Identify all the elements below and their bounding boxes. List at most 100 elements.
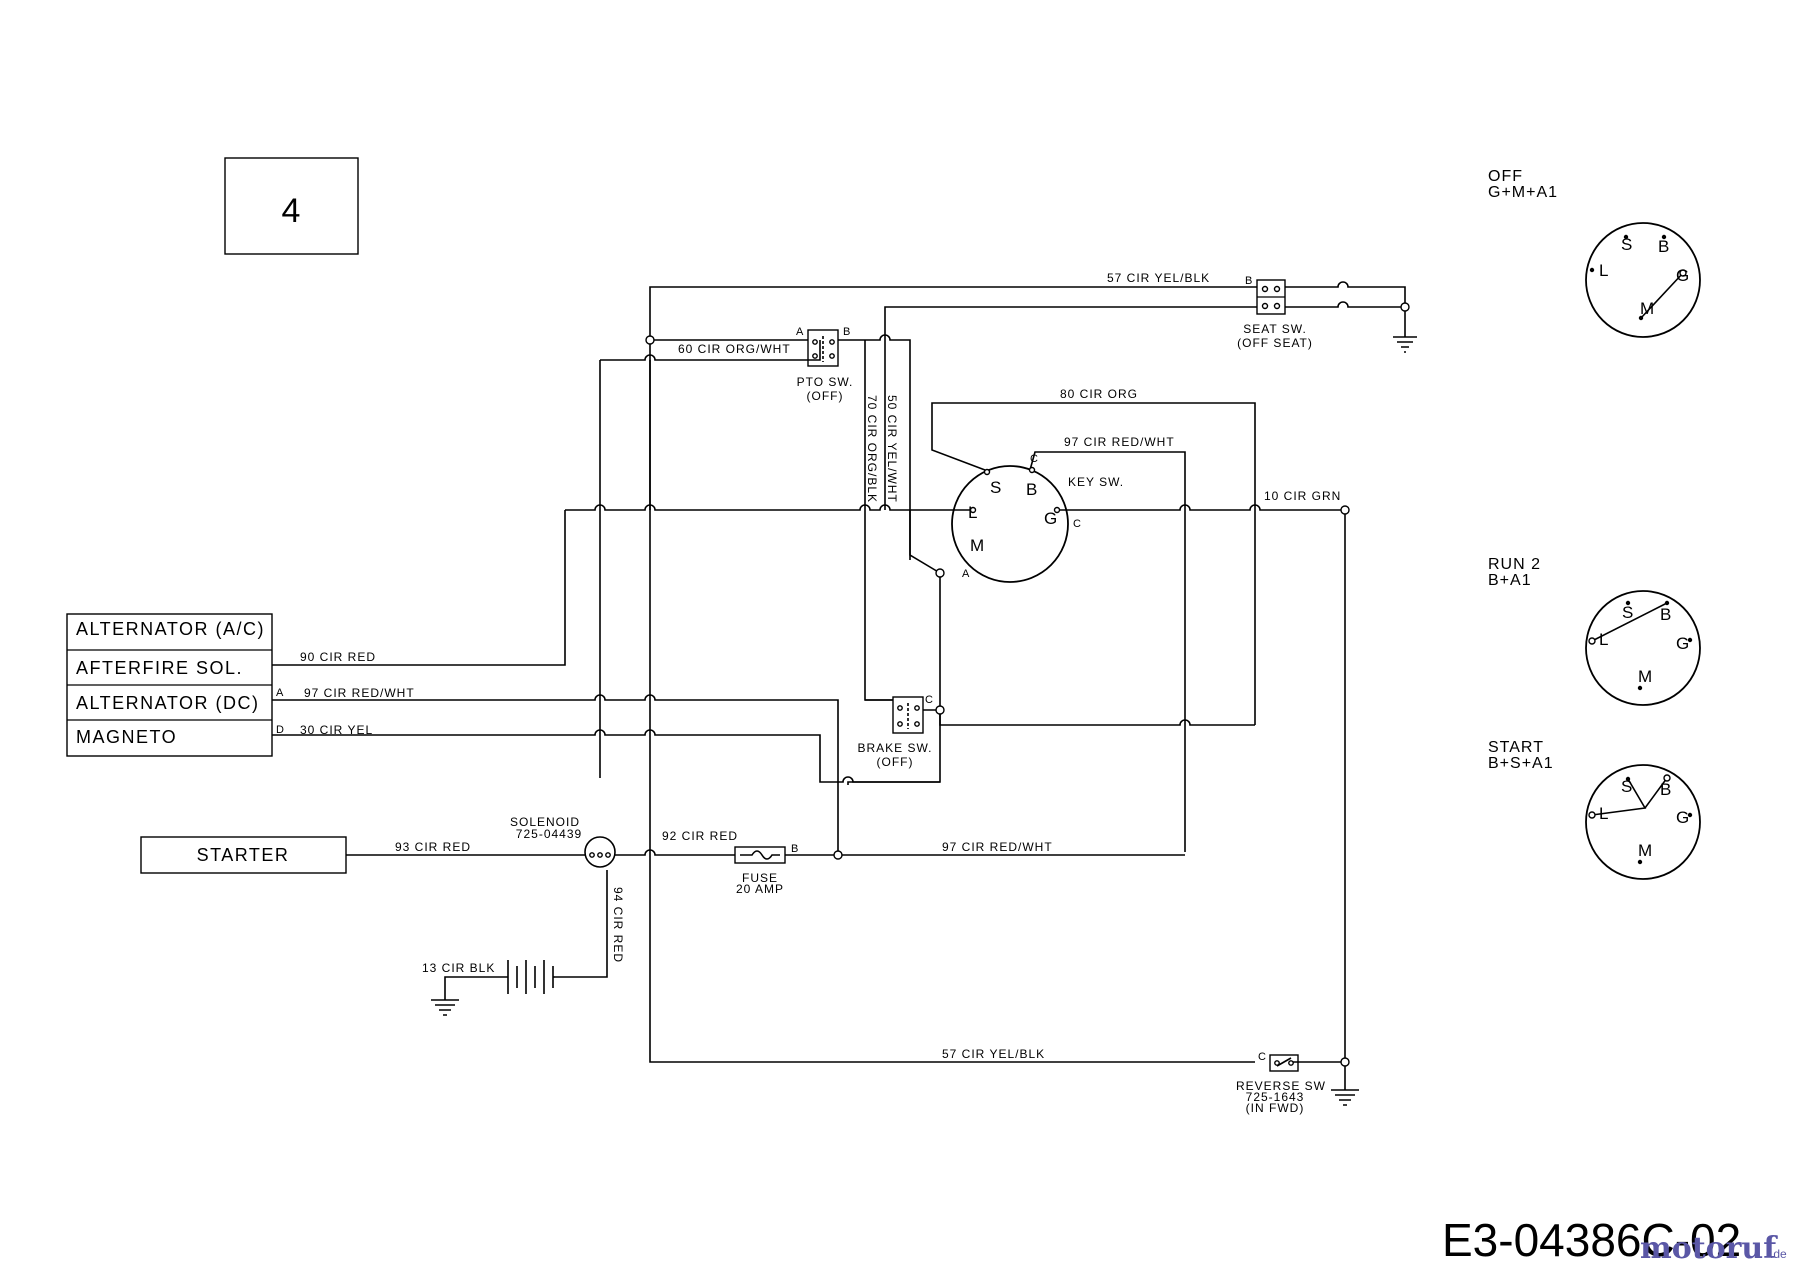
- key-terminal-m: M: [970, 536, 984, 555]
- fuse-symbol: [734, 846, 786, 864]
- label-90: 90 CIR RED: [300, 650, 376, 664]
- position-name: RUN 2: [1488, 556, 1541, 573]
- wire-90: [272, 510, 566, 666]
- key-terminal-c-top: C: [1030, 453, 1038, 465]
- label-97-key: 97 CIR RED/WHT: [1064, 435, 1175, 449]
- position-combo: G+M+A1: [1488, 184, 1558, 201]
- dial-m: M: [1638, 667, 1652, 686]
- seat-switch-terminal: B: [1245, 275, 1252, 287]
- wire-l-terminal: [565, 504, 973, 511]
- wire-brake-c: [923, 709, 1255, 726]
- drawing-code: E3-04386C-02: [1442, 1214, 1741, 1266]
- dial-m: M: [1640, 299, 1654, 318]
- key-terminal-c-right: C: [1073, 518, 1081, 530]
- label-97-fuse: 97 CIR RED/WHT: [942, 840, 1053, 854]
- key-terminal-a: A: [962, 568, 970, 580]
- label-30: 30 CIR YEL: [300, 723, 373, 737]
- label-57-top: 57 CIR YEL/BLK: [1107, 271, 1210, 285]
- key-position-start: START B+S+A1 S B L G M: [1488, 739, 1701, 880]
- wire-97-alt: [272, 694, 839, 852]
- label-13: 13 CIR BLK: [422, 961, 495, 975]
- wire-network: [272, 281, 1406, 1063]
- wire-97-key: [1029, 451, 1186, 852]
- label-94: 94 CIR RED: [611, 887, 625, 963]
- label-80: 80 CIR ORG: [1060, 387, 1138, 401]
- dial-s: S: [1621, 235, 1632, 254]
- dial-m: M: [1638, 841, 1652, 860]
- label-60: 60 CIR ORG/WHT: [678, 342, 791, 356]
- position-name: OFF: [1488, 168, 1523, 185]
- brake-switch: [892, 696, 924, 734]
- block-row-magneto: MAGNETO: [76, 727, 177, 747]
- wire-57-top-right: [1285, 281, 1406, 307]
- reverse-switch-part: 725-1643: [1246, 1090, 1305, 1104]
- pto-switch-terminal-b: B: [843, 326, 850, 338]
- block-row-afterfire: AFTERFIRE SOL.: [76, 658, 243, 678]
- position-name: START: [1488, 739, 1544, 756]
- starter-block: STARTER: [140, 836, 347, 874]
- dial-l: L: [1599, 630, 1608, 649]
- starter-label: STARTER: [197, 845, 290, 865]
- dial-s: S: [1622, 603, 1633, 622]
- label-57-bottom: 57 CIR YEL/BLK: [942, 1047, 1045, 1061]
- fuse-name: FUSE: [742, 871, 778, 885]
- block-row-alternator-dc: ALTERNATOR (DC): [76, 693, 260, 713]
- page-number-box: [224, 157, 359, 255]
- fuse-rating: 20 AMP: [736, 882, 784, 896]
- wire-57-loop: [649, 360, 1255, 1063]
- key-position-run: RUN 2 B+A1 S B L G M: [1488, 556, 1701, 706]
- wire-seat-lower: [884, 306, 1257, 340]
- dial-g: G: [1676, 266, 1689, 285]
- label-50: 50 CIR YEL/WHT: [885, 395, 899, 503]
- terminal-a-label: A: [276, 687, 284, 699]
- wire-80: [931, 402, 1256, 725]
- wire-50-to-a: [909, 510, 941, 574]
- dial-b: B: [1658, 237, 1669, 256]
- ground-symbol-battery: [431, 999, 459, 1016]
- brake-switch-terminal: C: [925, 694, 933, 706]
- pto-switch-name: PTO SW.: [797, 375, 854, 389]
- label-97-alt: 97 CIR RED/WHT: [304, 686, 415, 700]
- label-93: 93 CIR RED: [395, 840, 471, 854]
- brake-switch-name: BRAKE SW.: [857, 741, 932, 755]
- ground-symbol-reverse: [1331, 1062, 1359, 1106]
- label-92: 92 CIR RED: [662, 829, 738, 843]
- watermark-brand: motoruf: [1640, 1231, 1778, 1266]
- dial-b: B: [1660, 605, 1671, 624]
- wire-10: [1057, 504, 1345, 511]
- terminal-d-label: D: [276, 724, 284, 736]
- label-10: 10 CIR GRN: [1264, 489, 1341, 503]
- page-number: 4: [282, 192, 301, 230]
- dial-s: S: [1621, 777, 1632, 796]
- seat-switch: [1256, 279, 1286, 315]
- key-terminal-s: S: [990, 478, 1001, 497]
- dial-l: L: [1599, 261, 1608, 280]
- wire-13: [444, 976, 508, 1000]
- watermark-suffix: .de: [1770, 1247, 1787, 1261]
- battery-symbol: [507, 960, 555, 994]
- position-combo: B+A1: [1488, 572, 1532, 589]
- reverse-switch: [1269, 1054, 1299, 1072]
- wire-seat-lower-right: [1285, 301, 1405, 308]
- reverse-switch-state: (IN FWD): [1246, 1101, 1305, 1115]
- solenoid-name: SOLENOID: [510, 815, 580, 829]
- key-terminal-b: B: [1026, 480, 1037, 499]
- reverse-switch-terminal: C: [1258, 1051, 1266, 1063]
- key-terminal-l: L: [968, 503, 977, 522]
- wire-70: [864, 340, 893, 701]
- left-component-block: ALTERNATOR (A/C) AFTERFIRE SOL. ALTERNAT…: [66, 613, 273, 757]
- solenoid-part: 725-04439: [516, 827, 582, 841]
- dial-b: B: [1660, 780, 1671, 799]
- key-terminal-g: G: [1044, 509, 1057, 528]
- junction-dots: [645, 302, 1410, 1067]
- key-position-off: OFF G+M+A1 S B L G M: [1488, 168, 1701, 338]
- block-row-alternator-ac: ALTERNATOR (A/C): [76, 619, 265, 639]
- seat-switch-state: (OFF SEAT): [1237, 336, 1313, 350]
- pto-switch-terminal-a: A: [796, 326, 804, 338]
- dial-g: G: [1676, 634, 1689, 653]
- wire-57-top: [649, 286, 1257, 510]
- brake-switch-state: (OFF): [877, 755, 914, 769]
- pto-switch-state: (OFF): [807, 389, 844, 403]
